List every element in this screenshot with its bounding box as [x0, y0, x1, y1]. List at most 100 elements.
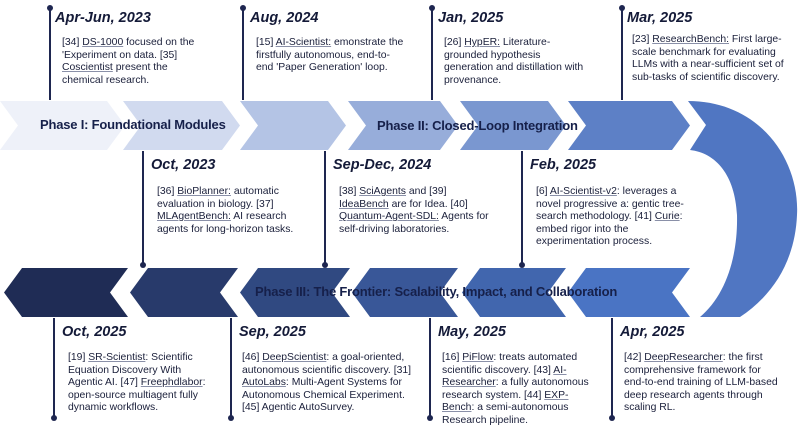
description-text: : a semi-autonomous Research pipeline.	[442, 402, 569, 426]
timeline-connector-line	[242, 8, 244, 100]
paper-name: Freephdlabor	[140, 377, 203, 389]
paper-name: MLAgentBench:	[157, 211, 231, 223]
paper-name: AI-Scientist:	[275, 37, 332, 48]
description-text: [16]	[442, 352, 463, 363]
event-date: Sep-Dec, 2024	[333, 157, 432, 173]
phase-chevron-bottom	[240, 268, 350, 317]
description-text: present the chemical research.	[62, 62, 168, 86]
timeline-connector-line	[429, 318, 431, 418]
description-text: [6]	[536, 186, 550, 197]
paper-name: HypER:	[464, 37, 501, 48]
description-text: and [39]	[406, 186, 447, 197]
event-date: Feb, 2025	[530, 157, 597, 173]
event-date: Mar, 2025	[627, 10, 693, 26]
description-text: : treats automated scientific discovery.…	[442, 352, 578, 376]
phase-chevron-bottom	[130, 268, 238, 317]
paper-name: AI-Researcher	[442, 364, 567, 389]
loop-curve-arrow	[688, 101, 798, 317]
description-text: : open-source multiagent fully dynamic w…	[68, 377, 206, 414]
paper-name: PiFlow	[462, 352, 494, 363]
description-text: [42]	[624, 352, 645, 363]
description-text: automatic evaluation in biology. [37]	[157, 186, 279, 210]
description-text: : embed rigor into the experimentation p…	[536, 211, 683, 248]
event-description: [36] BioPlanner: automatic evaluation in…	[157, 186, 307, 236]
event-date: Oct, 2025	[62, 324, 127, 340]
timeline-dot	[322, 262, 328, 268]
description-text: [36]	[157, 186, 178, 197]
event-description: [16] PiFlow: treats automated scientific…	[442, 352, 592, 428]
description-text: First large-scale benchmark for evaluati…	[632, 34, 784, 83]
paper-name: Coscientist	[62, 62, 113, 74]
event-description: [15] AI-Scientist: emonstrate the firstf…	[256, 37, 406, 75]
event-description: [23] ResearchBench: First large-scale be…	[632, 34, 797, 84]
paper-name: Quantum-Agent-SDL:	[339, 211, 439, 223]
timeline-connector-line	[53, 318, 55, 418]
description-text: [26]	[444, 37, 465, 48]
paper-name: BioPlanner:	[177, 186, 231, 197]
event-description: [42] DeepResearcher: the first comprehen…	[624, 352, 784, 415]
event-description: [34] DS-1000 focused on the 'Experiment …	[62, 37, 197, 87]
description-text: [38]	[339, 186, 360, 197]
timeline-connector-line	[611, 318, 613, 418]
phase-3-label: Phase III: The Frontier: Scalability, Im…	[255, 284, 618, 299]
paper-name: SciAgents	[359, 186, 407, 197]
timeline-connector-line	[621, 8, 623, 100]
timeline-connector-line	[324, 151, 326, 265]
paper-name: IdeaBench	[339, 198, 389, 210]
paper-name: DeepResearcher	[644, 352, 723, 363]
timeline-dot	[240, 5, 246, 11]
description-text: : Multi-Agent Systems for Autonomous Che…	[242, 377, 405, 414]
description-text: : a goal-oriented, autonomous scientific…	[242, 352, 412, 376]
description-text: [15]	[256, 37, 276, 48]
description-text: : leverages a novel progressive a: genti…	[536, 186, 684, 223]
timeline-dot	[51, 415, 57, 421]
description-text: : Scientific Equation Discovery With Age…	[68, 352, 193, 389]
timeline-dot	[519, 262, 525, 268]
description-text: [23]	[632, 34, 653, 45]
event-description: [6] AI-Scientist-v2: leverages a novel p…	[536, 186, 686, 249]
timeline-connector-line	[230, 318, 232, 418]
timeline-dot	[619, 5, 625, 11]
paper-name: Curie	[654, 211, 680, 223]
phase-chevron-top	[240, 101, 346, 150]
phase-chevron-top	[348, 101, 458, 150]
description-text: : the first comprehensive framework for …	[624, 352, 778, 414]
phase-chevron-bottom	[4, 268, 128, 317]
description-text: AI research agents for long-horizon task…	[157, 211, 294, 235]
phase-chevron-bottom	[462, 268, 566, 317]
timeline-dot	[228, 415, 234, 421]
event-date: Oct, 2023	[151, 157, 216, 173]
event-date: Apr-Jun, 2023	[55, 10, 151, 26]
timeline-connector-line	[49, 8, 51, 100]
timeline-connector-line	[521, 151, 523, 265]
phase-chevron-top	[568, 101, 690, 150]
event-date: May, 2025	[438, 324, 506, 340]
phase-chevron-top	[0, 101, 125, 150]
event-date: Sep, 2025	[239, 324, 306, 340]
paper-name: AutoLabs	[242, 377, 286, 389]
timeline-dot	[429, 5, 435, 11]
paper-name: DeepScientist	[262, 352, 327, 363]
paper-name: SR-Scientist	[88, 352, 146, 363]
description-text: Agents for self-driving laboratories.	[339, 211, 489, 235]
description-text: are for Idea. [40]	[388, 198, 468, 210]
event-description: [26] HypER: Literature-grounded hypothes…	[444, 37, 584, 87]
phase-chevron-top	[123, 101, 240, 150]
description-text: : a fully autonomous research system. [4…	[442, 377, 589, 401]
timeline-connector-line	[431, 8, 433, 100]
timeline-dot	[427, 415, 433, 421]
phase-2-label: Phase II: Closed-Loop Integration	[377, 118, 578, 133]
event-description: [38] SciAgents and [39] IdeaBench are fo…	[339, 186, 489, 236]
phase-chevron-bottom	[352, 268, 458, 317]
event-date: Aug, 2024	[250, 10, 319, 26]
paper-name: DS-1000	[82, 37, 124, 48]
phase-chevron-top	[460, 101, 566, 150]
timeline-dot	[609, 415, 615, 421]
description-text: focused on the 'Experiment on data. [35]	[62, 37, 195, 61]
description-text: emonstrate the firstfully autonomous, en…	[256, 37, 404, 74]
paper-name: ResearchBench:	[652, 34, 730, 45]
event-date: Jan, 2025	[438, 10, 504, 26]
event-date: Apr, 2025	[620, 324, 685, 340]
